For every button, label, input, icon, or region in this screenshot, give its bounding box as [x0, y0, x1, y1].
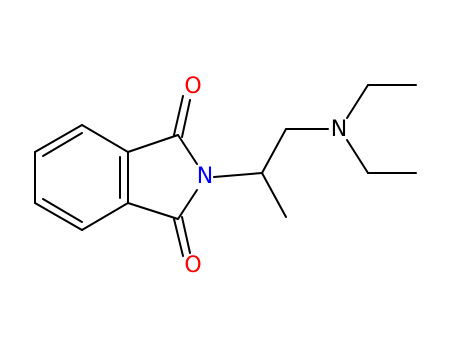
bond-ring-lower-right [81, 202, 129, 231]
bond-ring-top [34, 124, 83, 153]
atom-labels: O N O N [184, 74, 347, 278]
bond-ring-upper-right [81, 124, 129, 153]
bond-ring-bottom [34, 202, 83, 231]
bond-ring-top-inner [42, 132, 83, 157]
bond-ring-to-upper-carbonyl [127, 134, 179, 153]
bond-ch-to-methyl [261, 172, 287, 218]
bond-upper-co-a [173, 95, 184, 136]
bond-ring-bottom-inner [42, 198, 83, 223]
bond-ch-to-ch2 [261, 128, 287, 174]
bond-ring-to-lower-carbonyl [127, 202, 179, 220]
atom-label-o-bottom: O [184, 253, 201, 278]
bond-upper-carbonyl-to-n [177, 134, 198, 165]
bond-amine-to-lower-ethyl [346, 139, 369, 174]
atom-label-o-top: O [184, 74, 201, 99]
bond-lower-carbonyl-to-n [177, 189, 198, 220]
bond-lower-co-a [173, 218, 184, 257]
bond-amine-to-upper-ethyl [346, 84, 369, 119]
bond-upper-co-b [181, 99, 191, 138]
bonds [34, 84, 417, 257]
bond-n-to-ch [213, 172, 263, 178]
atom-label-n-imide: N [197, 164, 213, 189]
bond-lower-co-b [181, 216, 191, 254]
atom-label-n-amine: N [331, 117, 347, 142]
